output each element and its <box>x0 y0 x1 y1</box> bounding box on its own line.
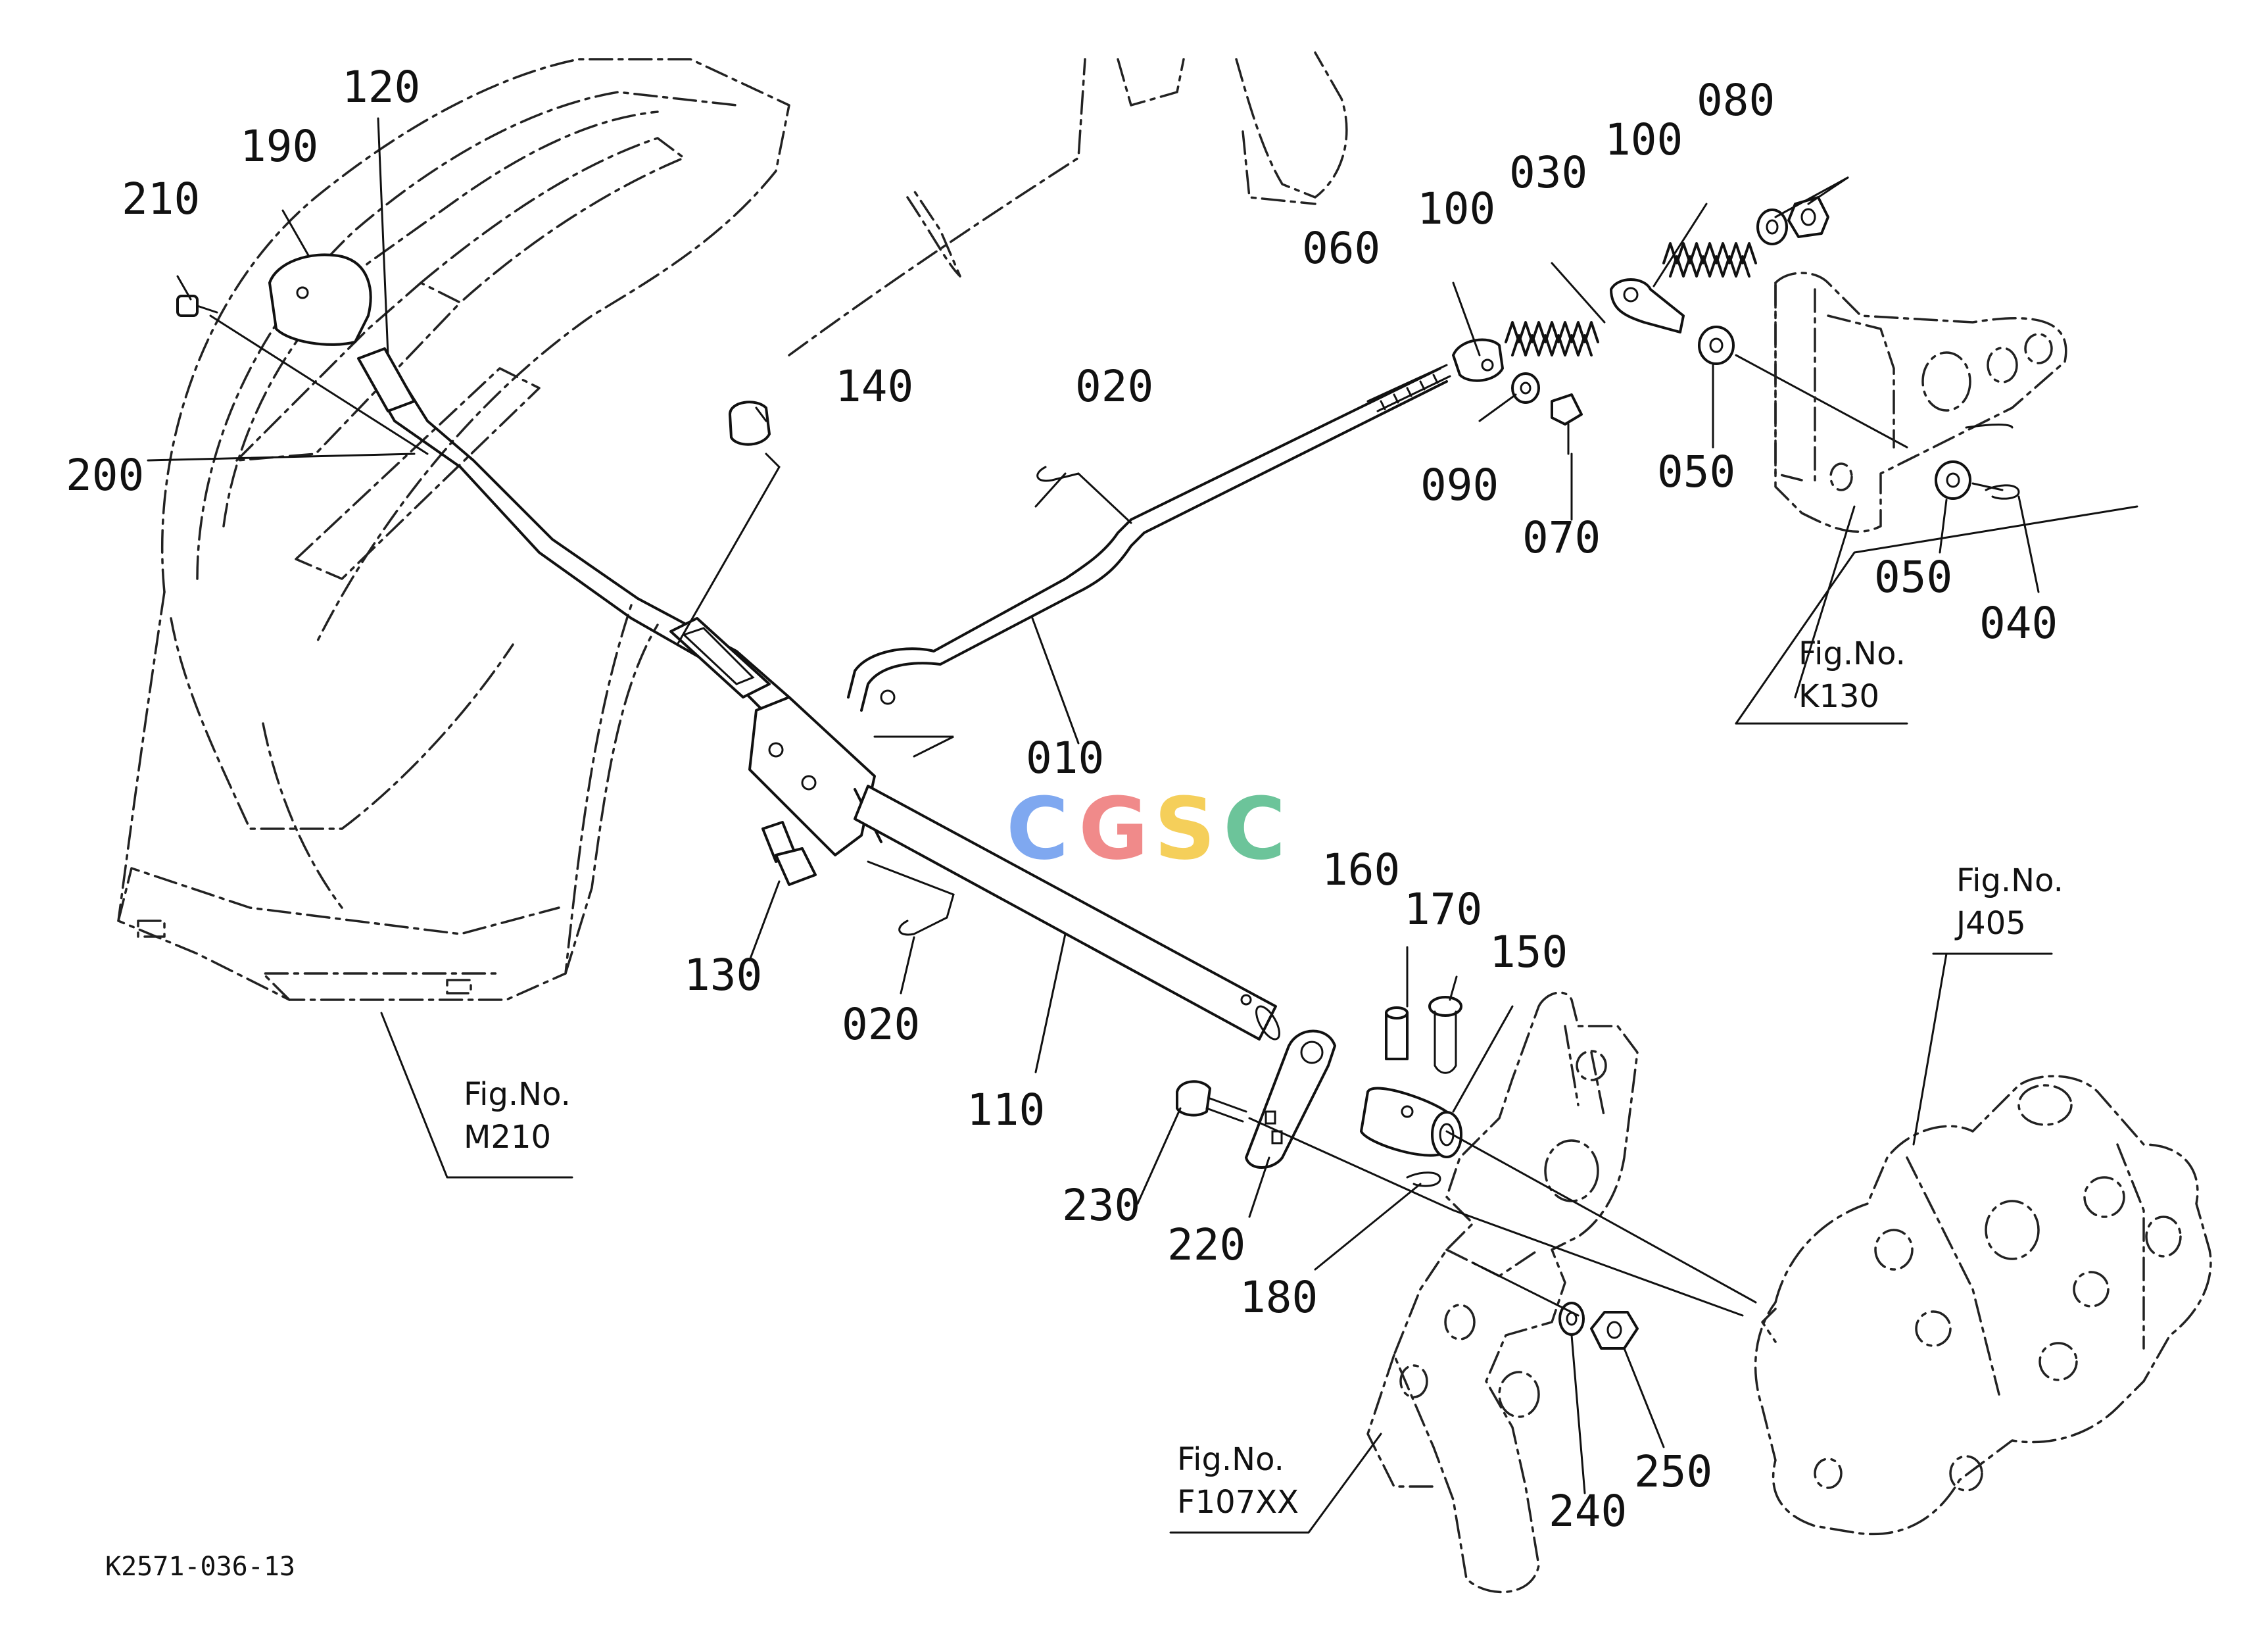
f107-line1: Fig.No. <box>1177 1441 1284 1478</box>
watermark-letter-1: C <box>1006 779 1069 879</box>
label-230: 230 <box>1062 1180 1140 1231</box>
pedal-linkage-f107xx-phantom <box>1366 991 1639 1594</box>
pin-leader <box>873 735 954 758</box>
j405-line1: Fig.No. <box>1956 862 2063 899</box>
label-150: 150 <box>1489 927 1568 977</box>
figure-ref-m210: Fig.No. M210 <box>464 1076 571 1156</box>
j405-line2: J405 <box>1954 905 2026 942</box>
rod-end-assembly <box>1452 196 2020 500</box>
label-210: 210 <box>122 174 200 224</box>
label-050-lower: 050 <box>1874 552 1952 602</box>
watermark-letter-3: S <box>1154 779 1216 879</box>
label-060: 060 <box>1302 223 1380 274</box>
part-labels: 010 020 020 030 040 050 050 060 070 080 … <box>66 62 2058 1536</box>
label-040: 040 <box>1979 598 2058 649</box>
f107-underline <box>1169 1433 1382 1534</box>
watermark-letter-4: C <box>1223 779 1286 879</box>
pin-160 <box>1385 1006 1409 1060</box>
nut-250 <box>1590 1311 1639 1350</box>
drawing-code: K2571-036-13 <box>105 1552 295 1582</box>
label-240: 240 <box>1549 1486 1627 1536</box>
pin-170 <box>1428 996 1462 1074</box>
label-110: 110 <box>967 1085 1045 1135</box>
valve-j405-phantom <box>1754 1075 2212 1536</box>
label-100-lower: 100 <box>1417 184 1495 234</box>
sleeve-150 <box>1360 1087 1462 1158</box>
label-020-upper: 020 <box>1075 361 1153 412</box>
label-070: 070 <box>1522 512 1601 563</box>
shaft-110 <box>854 785 1280 1041</box>
label-010: 010 <box>1026 733 1104 783</box>
leader-lines <box>147 117 2138 1494</box>
m210-underline <box>380 1012 573 1179</box>
arm-220 <box>1245 1029 1336 1169</box>
pin-180 <box>1406 1171 1441 1187</box>
m210-line2: M210 <box>464 1119 551 1156</box>
axis-line-2 <box>1445 1130 1757 1304</box>
watermark-letter-2: G <box>1078 779 1149 879</box>
label-160: 160 <box>1322 845 1400 895</box>
cotter-pin-020-upper <box>1036 466 1132 524</box>
label-130: 130 <box>684 950 762 1000</box>
cotter-pin-020-lower <box>867 860 955 936</box>
label-120: 120 <box>342 62 420 112</box>
nut-140 <box>676 401 781 646</box>
figure-ref-j405: Fig.No. J405 <box>1954 862 2063 942</box>
label-080: 080 <box>1697 75 1775 126</box>
m210-line1: Fig.No. <box>464 1076 571 1113</box>
label-090: 090 <box>1420 460 1499 510</box>
axis-line <box>1248 1117 1744 1317</box>
label-200: 200 <box>66 450 144 501</box>
watermark-logo: C G S C <box>1006 779 1286 879</box>
k130-line2: K130 <box>1798 678 1879 715</box>
f107-line2: F107XX <box>1177 1484 1299 1521</box>
bracket-k130-phantom <box>1774 272 2067 533</box>
label-220: 220 <box>1167 1219 1245 1270</box>
label-020-lower: 020 <box>842 999 920 1050</box>
label-250: 250 <box>1634 1446 1712 1497</box>
label-050-upper: 050 <box>1657 447 1735 497</box>
bolt-130 <box>761 821 817 886</box>
figure-ref-f107xx: Fig.No. F107XX <box>1177 1441 1299 1521</box>
bolt-230 <box>1176 1080 1247 1123</box>
label-180: 180 <box>1240 1272 1318 1323</box>
label-190: 190 <box>240 121 318 172</box>
label-170: 170 <box>1404 884 1482 935</box>
fender-phantom <box>117 51 1348 1001</box>
k130-line1: Fig.No. <box>1798 635 1906 672</box>
label-140: 140 <box>835 361 913 412</box>
figure-ref-k130: Fig.No. K130 <box>1798 635 1906 715</box>
label-100-upper: 100 <box>1604 114 1683 165</box>
axis-line-3 <box>1472 1262 1580 1317</box>
main-lever <box>176 253 790 725</box>
rod-010 <box>847 364 1451 712</box>
label-030: 030 <box>1509 147 1587 198</box>
